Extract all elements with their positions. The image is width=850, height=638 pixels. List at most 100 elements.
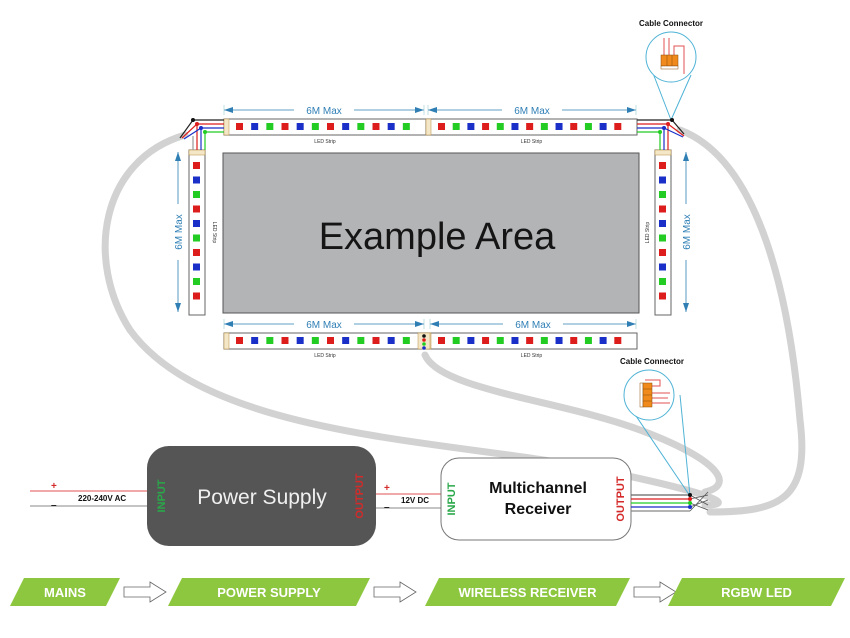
receiver-label-line1: Multichannel <box>489 480 587 497</box>
dc-minus: – <box>384 502 390 513</box>
led-strip-bottom-right: LED Strip <box>425 332 638 359</box>
led-chip <box>296 337 304 344</box>
dimension-label: 6M Max <box>306 106 342 117</box>
dimension-6m-max: 6M Max <box>682 152 693 312</box>
led-chip <box>570 337 578 344</box>
led-strip-top-right: LED Strip <box>425 118 638 145</box>
led-chip <box>659 220 666 227</box>
led-strip-label: LED Strip <box>314 139 336 145</box>
receiver-input-label: INPUT <box>446 482 458 515</box>
flow-step-shape <box>425 578 630 606</box>
led-chip <box>193 234 200 242</box>
strip-contact-pads <box>425 118 432 136</box>
led-chip <box>482 337 490 344</box>
cable-right <box>676 126 806 516</box>
led-chip <box>555 337 563 344</box>
led-chip <box>482 123 490 130</box>
led-chip <box>659 278 666 285</box>
flow-step-shape <box>10 578 120 606</box>
dimension-6m-max: 6M Max <box>427 105 637 117</box>
dimension-6m-max: 6M Max <box>174 152 185 312</box>
led-chip <box>193 220 200 227</box>
dc-plus: + <box>384 483 390 494</box>
strip-contact-pads <box>654 149 672 156</box>
led-strip-label: LED Strip <box>314 353 336 359</box>
led-chip <box>193 162 200 169</box>
callout-line <box>670 74 692 121</box>
led-chip <box>659 234 666 242</box>
led-strip-right: LED Strip <box>645 149 672 316</box>
example-area-label: Example Area <box>319 216 556 258</box>
led-chip <box>584 337 592 344</box>
led-chip <box>540 123 548 130</box>
mains-wires: + – 220-240V AC <box>30 481 148 511</box>
power-supply-label: Power Supply <box>197 486 327 509</box>
led-chip <box>251 337 259 344</box>
led-chip <box>357 337 365 344</box>
strip-contact-pads <box>188 149 206 156</box>
led-chip <box>614 337 622 344</box>
flow-bar: MAINS POWER SUPPLY WIRELESS RECEIVER RGBW L… <box>10 578 845 606</box>
led-chip <box>555 123 563 130</box>
cable-connector-label: Cable Connector <box>620 357 684 366</box>
led-chip <box>438 337 445 344</box>
led-strip-label: LED Strip <box>521 353 543 359</box>
led-chip <box>342 123 350 130</box>
callout-line <box>679 394 691 497</box>
led-chip <box>236 337 243 344</box>
flow-step-label: RGBW LED <box>721 585 792 600</box>
callout-line <box>631 409 691 497</box>
dimension-label: 6M Max <box>306 320 342 331</box>
dimension-label: 6M Max <box>514 106 550 117</box>
led-chip <box>526 123 534 130</box>
led-chip <box>496 337 504 344</box>
led-chip <box>402 123 410 130</box>
led-chip <box>193 176 200 184</box>
led-chip <box>584 123 592 130</box>
strip-contact-pads <box>223 332 230 350</box>
led-chip <box>614 123 622 130</box>
led-chip <box>659 249 666 256</box>
flow-step: POWER SUPPLY <box>168 578 370 606</box>
led-chip <box>599 123 607 130</box>
led-chip <box>281 337 289 344</box>
power-supply-input-label: INPUT <box>156 479 168 512</box>
led-chip <box>193 249 200 256</box>
led-strip-top-left: LED Strip <box>223 118 427 145</box>
led-strip-label: LED Strip <box>645 222 651 244</box>
example-area <box>222 152 640 314</box>
corner-wires <box>179 118 685 150</box>
callout-line <box>650 67 672 121</box>
led-chip <box>659 176 666 184</box>
led-chip <box>311 337 319 344</box>
cable-connector-top: Cable Connector <box>639 19 703 83</box>
led-chip <box>236 123 243 130</box>
mains-minus: – <box>51 500 57 511</box>
flow-step-label: MAINS <box>44 585 86 600</box>
flow-step-shape <box>668 578 845 606</box>
led-chip <box>659 263 666 271</box>
led-chip <box>266 337 274 344</box>
dimension-label: 6M Max <box>682 214 693 250</box>
led-chip <box>251 123 259 130</box>
flow-step: MAINS <box>10 578 120 606</box>
flow-step-label: WIRELESS RECEIVER <box>459 585 598 600</box>
led-chip <box>311 123 319 130</box>
dimension-label: 6M Max <box>174 214 185 250</box>
led-chip <box>540 337 548 344</box>
led-chip <box>511 123 519 130</box>
led-chip <box>193 191 200 198</box>
led-chip <box>193 278 200 285</box>
callout-lines <box>631 67 692 497</box>
flow-step: RGBW LED <box>668 578 845 606</box>
led-chip <box>387 123 395 130</box>
dc-wires: + – 12V DC <box>376 483 442 513</box>
flow-arrow-icon <box>633 581 677 603</box>
mains-plus: + <box>51 481 57 492</box>
receiver-output-wires <box>631 491 709 512</box>
cable-connector-label: Cable Connector <box>639 19 703 28</box>
connector-icon <box>660 38 685 74</box>
led-chip <box>372 337 380 344</box>
